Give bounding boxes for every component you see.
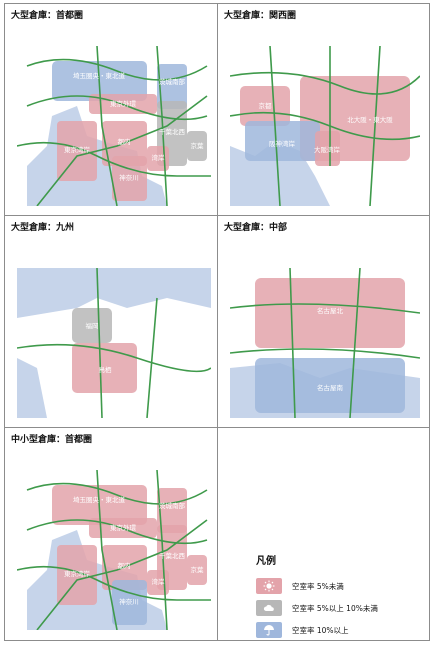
region-tokyo-bay [57, 545, 97, 605]
region-keiyo [187, 131, 207, 161]
legend-label: 空室率 5%以上 10%未満 [292, 604, 378, 613]
region-label: 福岡 [86, 321, 99, 330]
map-svg: 福岡 鳥栖 [17, 268, 211, 418]
region-label: 名古屋北 [317, 306, 344, 315]
map-grid: 大型倉庫：首都圏 [4, 3, 430, 641]
road-network [17, 268, 211, 418]
region-layer [72, 308, 137, 393]
region-label: 都内 [118, 561, 131, 570]
map-area: 名古屋北 名古屋南 [230, 268, 420, 418]
region-labels: 埼玉圏央・東北道 茨城南部 東京外環 千葉北西 東京湾岸 都内 京葉 湾岸 神奈… [64, 495, 204, 606]
region-nagoya-south [255, 358, 405, 413]
region-label: 鳥栖 [99, 365, 113, 374]
panel-chubu-large: 大型倉庫：中部 名古屋北 名古屋南 [217, 215, 430, 428]
region-label: 京葉 [191, 565, 205, 574]
region-label: 神奈川 [119, 597, 139, 606]
road-network [17, 470, 211, 630]
legend-item-low: 空室率 5%未満 [256, 578, 416, 596]
region-label: 埼玉圏央・東北道 [73, 495, 126, 504]
region-layer [255, 278, 405, 413]
region-label: 茨城南部 [159, 77, 186, 86]
panel-title: 大型倉庫：関西圏 [224, 11, 297, 21]
legend-item-mid: 空室率 5%以上 10%未満 [256, 600, 416, 618]
region-kanagawa [112, 156, 147, 201]
legend-swatch [256, 600, 282, 616]
region-label: 都内 [118, 137, 131, 146]
region-label: 千葉北西 [159, 551, 186, 560]
map-area: 埼玉圏央・東北道 茨城南部 東京外環 千葉北西 東京湾岸 都内 湾岸 京葉 神奈… [17, 46, 211, 206]
region-label: 東京外環 [110, 99, 137, 108]
sea-water [17, 268, 211, 318]
sun-icon [263, 580, 275, 592]
map-area: 京都 北大阪・東大阪 阪神湾岸 大阪湾岸 [230, 46, 420, 206]
legend: 凡例 空室率 5%未満 [256, 552, 426, 638]
panel-title: 大型倉庫：中部 [224, 223, 288, 233]
map-svg: 埼玉圏央・東北道 茨城南部 東京外環 千葉北西 東京湾岸 都内 京葉 湾岸 神奈… [17, 470, 211, 630]
region-label: 東京外環 [110, 523, 137, 532]
region-tokyo-bay [57, 121, 97, 181]
region-label: 千葉北西 [159, 127, 186, 136]
panel-capital-small: 中小型倉庫：首都圏 [4, 427, 218, 641]
panel-title: 大型倉庫：九州 [11, 223, 75, 233]
cloud-icon [263, 604, 274, 611]
region-label: 神奈川 [119, 173, 139, 182]
region-fukuoka [72, 308, 112, 343]
region-tosu [72, 343, 137, 393]
region-labels: 埼玉圏央・東北道 茨城南部 東京外環 千葉北西 東京湾岸 都内 湾岸 京葉 神奈… [64, 71, 204, 182]
map-svg: 京都 北大阪・東大阪 阪神湾岸 大阪湾岸 [230, 46, 420, 206]
bay-water [17, 358, 47, 418]
panel-kyushu-large: 大型倉庫：九州 福岡 鳥栖 [4, 215, 218, 428]
road-network [230, 46, 420, 206]
region-kyoto [240, 86, 290, 126]
region-kanagawa [112, 580, 147, 625]
region-label: 湾岸 [152, 153, 166, 162]
region-ibaraki [157, 488, 187, 533]
region-label: 大阪湾岸 [314, 145, 341, 154]
panel-capital-large: 大型倉庫：首都圏 [4, 3, 218, 216]
legend-swatch [256, 622, 282, 638]
map-svg: 名古屋北 名古屋南 [230, 268, 420, 418]
region-labels: 名古屋北 名古屋南 [317, 306, 344, 392]
legend-title: 凡例 [256, 556, 276, 567]
umbrella-icon [264, 625, 274, 636]
region-label: 湾岸 [152, 577, 166, 586]
map-area: 福岡 鳥栖 [17, 268, 211, 418]
region-label: 茨城南部 [159, 501, 186, 510]
road-network [230, 268, 420, 418]
region-label: 東京湾岸 [64, 145, 91, 154]
legend-label: 空室率 5%未満 [292, 582, 344, 591]
legend-swatch [256, 578, 282, 594]
region-label: 京都 [259, 101, 273, 110]
legend-label: 空室率 10%以上 [292, 626, 349, 635]
panel-kansai-large: 大型倉庫：関西圏 京都 [217, 3, 430, 216]
region-osaka-wangan [315, 131, 340, 166]
region-label: 東京湾岸 [64, 569, 91, 578]
panel-title: 中小型倉庫：首都圏 [11, 435, 93, 445]
legend-cell: 凡例 空室率 5%未満 [217, 427, 430, 641]
region-label: 京葉 [191, 141, 205, 150]
legend-item-high: 空室率 10%以上 [256, 622, 416, 640]
region-label: 埼玉圏央・東北道 [73, 71, 126, 80]
road-network [17, 46, 211, 206]
region-hanshin-wangan [245, 121, 320, 161]
region-labels: 京都 北大阪・東大阪 阪神湾岸 大阪湾岸 [259, 101, 394, 154]
region-label: 北大阪・東大阪 [347, 115, 393, 124]
map-area: 埼玉圏央・東北道 茨城南部 東京外環 千葉北西 東京湾岸 都内 京葉 湾岸 神奈… [17, 470, 211, 630]
region-ibaraki [157, 64, 187, 109]
map-svg: 埼玉圏央・東北道 茨城南部 東京外環 千葉北西 東京湾岸 都内 湾岸 京葉 神奈… [17, 46, 211, 206]
region-labels: 福岡 鳥栖 [86, 321, 113, 374]
panel-title: 大型倉庫：首都圏 [11, 11, 84, 21]
region-label: 名古屋南 [317, 383, 344, 392]
region-label: 阪神湾岸 [269, 139, 296, 148]
region-keiyo [187, 555, 207, 585]
